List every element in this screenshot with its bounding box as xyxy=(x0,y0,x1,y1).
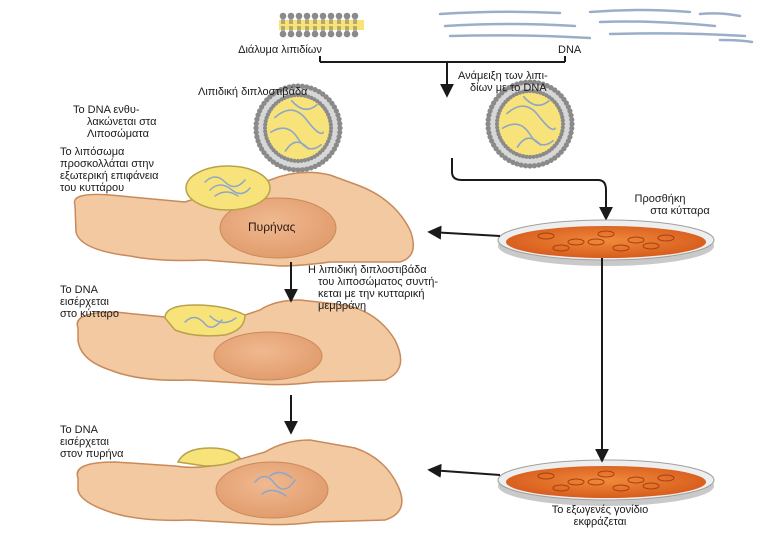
add-to-cells-arrow xyxy=(451,158,613,221)
cell-3 xyxy=(76,439,403,526)
liposome-icon xyxy=(485,79,575,169)
mixing-label-1: Ανάμειξη των λιπι- xyxy=(458,70,548,82)
petri-dish-icon xyxy=(497,219,715,266)
encapsulated-label-2: λακώνεται στα xyxy=(87,116,157,128)
fusion-label-1: Η λιπιδική διπλοστιβάδα xyxy=(308,264,427,276)
enters-cell-label-1: Το DNA xyxy=(60,284,98,296)
enters-cell-label-3: στο κύτταρο xyxy=(60,308,119,320)
lipid-solution-label: Διάλυμα λιπιδίων xyxy=(238,44,322,56)
attach-label-2: προσκολλάται στην xyxy=(60,158,155,170)
lipid-bilayer-label: Λιπιδική διπλοστιβάδα xyxy=(198,86,308,98)
nucleus xyxy=(213,331,323,381)
attached-liposome xyxy=(185,165,271,211)
encapsulated-label-1: Το DNA ενθυ- xyxy=(73,104,140,116)
mixing-label-2: δίων με το DNA xyxy=(470,82,547,94)
enters-nucleus-label-3: στον πυρήνα xyxy=(60,448,124,460)
attach-label-3: εξωτερική επιφάνεια xyxy=(60,170,159,182)
lipid-bilayer-icon xyxy=(279,12,364,38)
enters-nucleus-label-2: εισέρχεται xyxy=(60,436,109,448)
nucleus xyxy=(219,197,337,259)
mix-connector xyxy=(319,56,566,98)
dna-strands-icon xyxy=(438,8,754,44)
add-cells-label-1: Προσθήκη xyxy=(634,193,686,205)
liposome-icon xyxy=(253,83,343,173)
nucleus-label: Πυρήνας xyxy=(248,220,296,234)
expressed-label-1: Το εξωγενές γονίδιο xyxy=(551,504,649,516)
attach-label-1: Το λιπόσωμα xyxy=(60,146,125,158)
add-cells-label-2: στα κύτταρα xyxy=(650,205,710,217)
enters-nucleus-label-1: Το DNA xyxy=(60,424,98,436)
enters-cell-label-2: εισέρχεται xyxy=(60,296,109,308)
dish-to-cell-arrow xyxy=(427,225,501,240)
fusion-label-2: του λιποσώματος συντή- xyxy=(318,276,439,288)
cell-2 xyxy=(76,299,402,386)
petri-dish-icon xyxy=(497,459,715,506)
dna-label: DNA xyxy=(558,44,582,56)
fusion-label-3: κεται με την κυτταρική xyxy=(318,288,425,300)
dish-to-cell-arrow xyxy=(427,463,501,478)
fusion-label-4: μεμβράνη xyxy=(318,300,367,312)
encapsulated-label-3: Λιποσώματα xyxy=(87,128,149,140)
attach-label-4: του κυττάρου xyxy=(60,182,125,194)
expressed-label-2: εκφράζεται xyxy=(573,516,627,528)
